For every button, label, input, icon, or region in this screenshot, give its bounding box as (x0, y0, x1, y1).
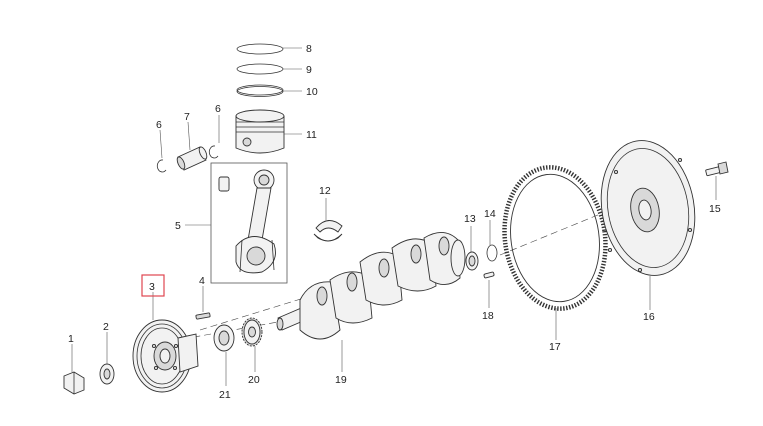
callout-11[interactable]: 11 (306, 129, 317, 141)
callout-1[interactable]: 1 (68, 333, 74, 345)
leader-lines (71, 47, 717, 386)
callout-12[interactable]: 12 (319, 185, 331, 197)
callout-numbers: 8 9 10 11 6 7 6 5 12 4 3 2 1 21 20 19 13… (68, 43, 721, 401)
crankshaft[interactable] (276, 232, 466, 340)
dowel-pin[interactable] (483, 271, 495, 279)
circlip-left[interactable] (156, 159, 167, 173)
callout-13[interactable]: 13 (464, 213, 476, 225)
pulley-bolt[interactable] (63, 371, 85, 395)
flywheel-bolt[interactable] (705, 161, 729, 177)
callout-6-right[interactable]: 6 (215, 103, 221, 115)
main-bearing-shells[interactable] (313, 220, 343, 242)
crankshaft-gear[interactable] (241, 317, 263, 347)
flywheel-ring-gear[interactable] (496, 161, 615, 316)
callout-19[interactable]: 19 (335, 374, 347, 386)
callout-17[interactable]: 17 (549, 341, 561, 353)
piston-pin[interactable] (176, 146, 209, 171)
spacer-ring[interactable] (213, 324, 235, 352)
callout-14[interactable]: 14 (484, 208, 496, 220)
retaining-ring[interactable] (486, 244, 498, 262)
callout-20[interactable]: 20 (248, 374, 260, 386)
piston[interactable] (235, 109, 285, 154)
callout-15[interactable]: 15 (709, 203, 721, 215)
callout-21[interactable]: 21 (219, 389, 231, 401)
callout-16[interactable]: 16 (643, 311, 655, 323)
callout-6-left[interactable]: 6 (156, 119, 162, 131)
washer[interactable] (99, 363, 115, 385)
highlight-box (141, 274, 165, 297)
callout-9[interactable]: 9 (306, 64, 312, 76)
callout-7[interactable]: 7 (184, 111, 190, 123)
flywheel[interactable] (591, 133, 705, 283)
piston-ring-oil[interactable] (236, 84, 284, 97)
callout-4[interactable]: 4 (199, 275, 205, 287)
pilot-bearing[interactable] (465, 251, 479, 271)
callout-10[interactable]: 10 (306, 86, 318, 98)
woodruff-key[interactable] (195, 312, 211, 320)
circlip-right[interactable] (208, 145, 219, 159)
crankshaft-pulley[interactable] (132, 319, 199, 393)
callout-5[interactable]: 5 (175, 220, 181, 232)
piston-ring-second[interactable] (236, 63, 284, 75)
callout-2[interactable]: 2 (103, 321, 109, 333)
callout-3[interactable]: 3 (149, 281, 155, 293)
piston-ring-top[interactable] (236, 43, 284, 55)
connecting-rod-assembly[interactable] (210, 162, 288, 284)
callout-8[interactable]: 8 (306, 43, 312, 55)
callout-18[interactable]: 18 (482, 310, 494, 322)
